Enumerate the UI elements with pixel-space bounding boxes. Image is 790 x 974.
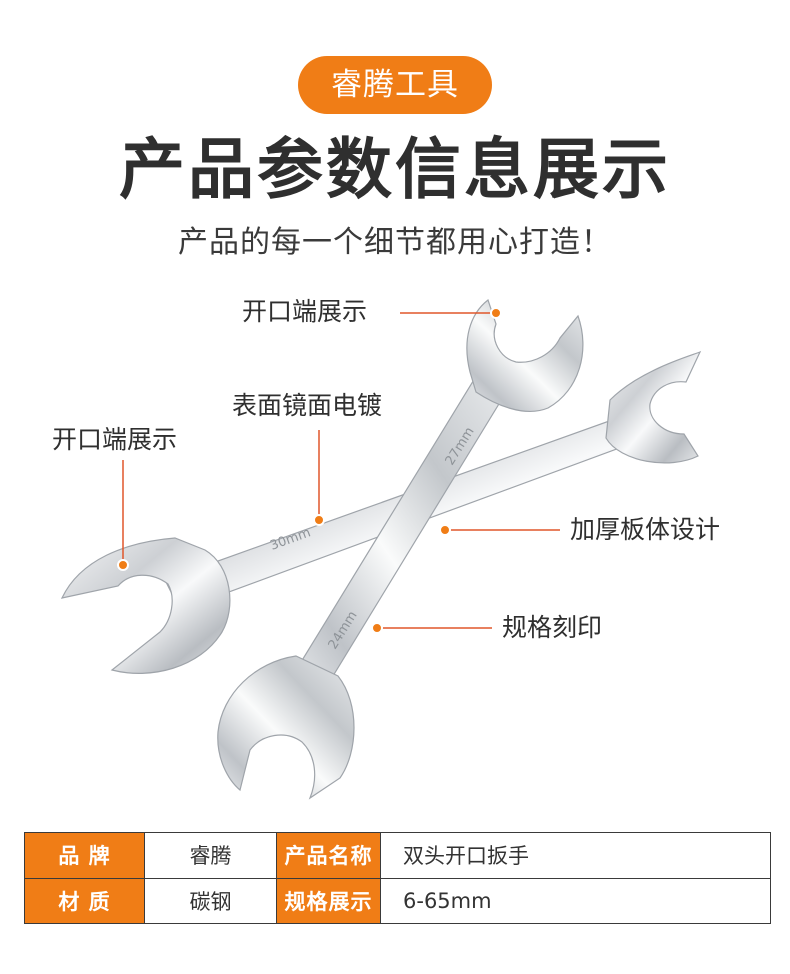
callout-thick-body: 加厚板体设计 (570, 515, 721, 544)
spec-value-product-name: 双头开口扳手 (380, 832, 771, 879)
spec-value-material: 碳钢 (144, 877, 277, 924)
callout-open-end-top: 开口端展示 (242, 297, 368, 326)
spec-value-size-range: 6-65mm (380, 877, 771, 924)
page-title: 产品参数信息展示 (119, 131, 671, 208)
spec-key-product-name: 产品名称 (276, 832, 381, 879)
spec-table: 品 牌 睿腾 产品名称 双头开口扳手 材 质 碳钢 规格展示 6-65mm (24, 832, 771, 924)
brand-badge: 睿腾工具 (298, 56, 492, 114)
table-row: 材 质 碳钢 规格展示 6-65mm (24, 877, 771, 924)
callout-mirror-plating: 表面镜面电镀 (232, 391, 383, 420)
callout-size-engraving: 规格刻印 (502, 613, 603, 642)
spec-key-size-range: 规格展示 (276, 877, 381, 924)
page-subtitle: 产品的每一个细节都用心打造！ (178, 225, 612, 260)
callout-leaders (117, 307, 560, 634)
spec-value-brand: 睿腾 (144, 832, 277, 879)
callout-open-end-left: 开口端展示 (52, 425, 178, 454)
wrench-illustration: 30mm 27mm 24mm (60, 299, 702, 800)
front-wrench (217, 299, 584, 800)
spec-key-brand: 品 牌 (24, 832, 145, 879)
spec-key-material: 材 质 (24, 877, 145, 924)
table-row: 品 牌 睿腾 产品名称 双头开口扳手 (24, 832, 771, 879)
